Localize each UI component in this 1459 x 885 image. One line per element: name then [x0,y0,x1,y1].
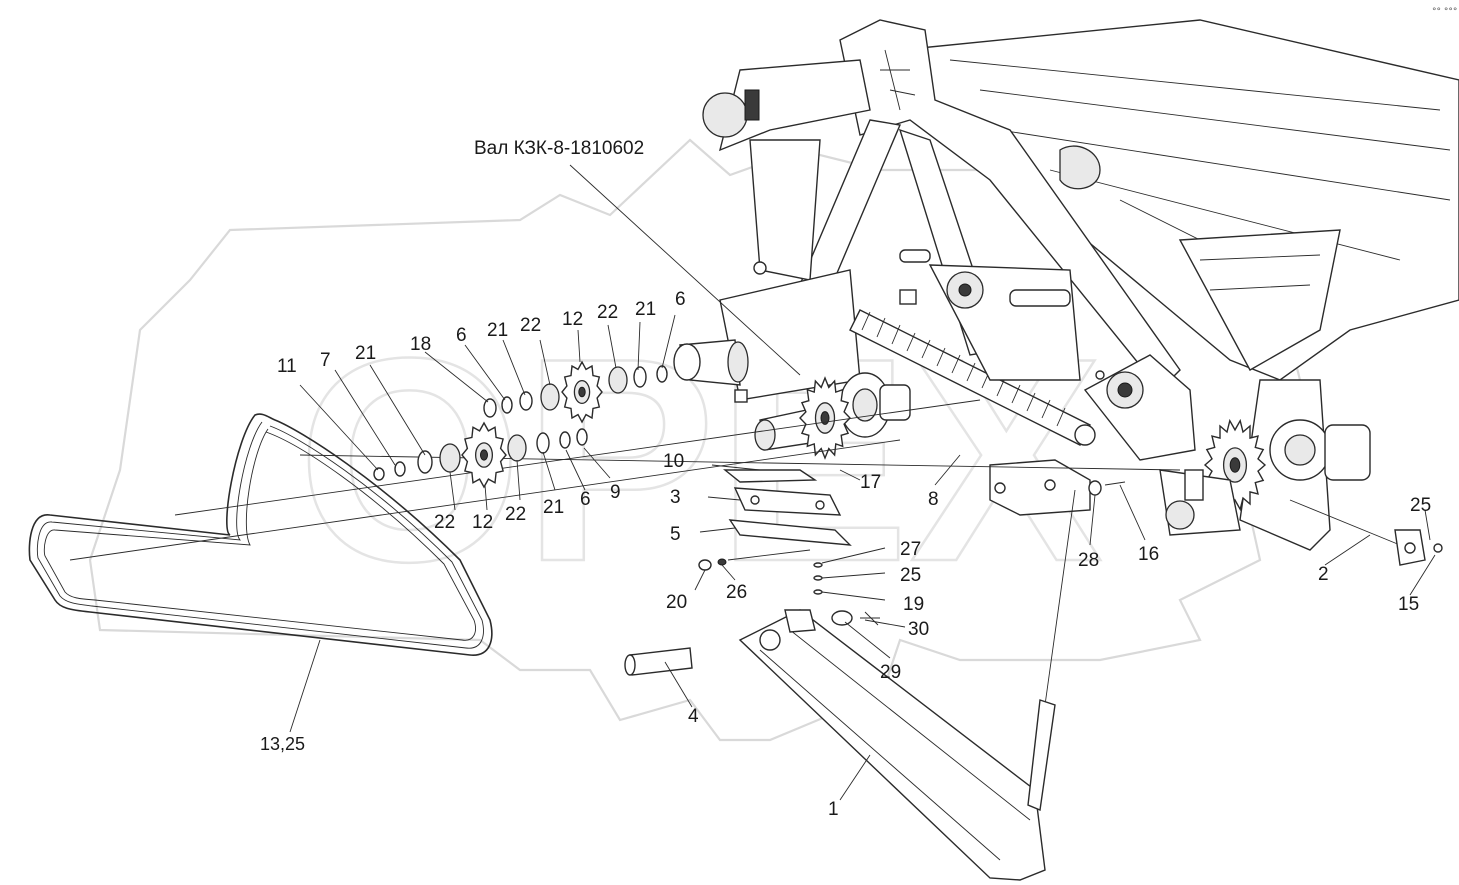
callout-22c: 22 [434,512,455,533]
shaft-sleeve [673,339,749,403]
right-drive-plate [1083,354,1371,551]
callout-20: 20 [666,592,687,613]
leader-lines [289,164,1436,801]
callout-2: 2 [1318,564,1329,585]
callout-13: 13,25 [260,734,305,754]
callout-25a: 25 [900,565,921,586]
callout-22b: 22 [597,302,618,323]
callout-19: 19 [903,594,924,615]
bracket-16 [989,459,1091,516]
chain-rod [1027,489,1076,811]
v-belt-13 [28,413,493,656]
rod-2 [1289,499,1426,566]
support-frame [702,19,1181,401]
callout-6b: 6 [675,289,686,310]
plate-5 [728,519,852,546]
callout-26: 26 [726,582,747,603]
callout-12a: 12 [562,309,583,330]
callout-17: 17 [860,472,881,493]
arm-1 [738,609,1046,881]
left-sprocket-lower [461,421,507,489]
callout-16: 16 [1138,544,1159,565]
callout-3: 3 [670,487,681,508]
callout-25b: 25 [1410,495,1431,516]
tension-spring [849,309,1096,446]
header-frame [898,19,1459,381]
callout-29: 29 [880,662,901,683]
callout-10: 10 [663,451,684,472]
callout-15: 15 [1398,594,1419,615]
fasteners [698,480,1443,626]
callout-1: 1 [828,799,839,820]
callout-9: 9 [610,482,621,503]
callout-21c: 21 [635,299,656,320]
callout-8: 8 [928,489,939,510]
callout-6a: 6 [456,325,467,346]
callout-7: 7 [320,350,331,371]
callout-22d: 22 [505,504,526,525]
corner-mark: °° °°° [1432,7,1457,17]
callout-30: 30 [908,619,929,640]
center-sprocket [799,376,851,460]
bearing-unit [899,249,1081,381]
callout-5: 5 [670,524,681,545]
callout-21b: 21 [487,320,508,341]
shaft-label: Вал КЗК-8-1810602 [474,138,644,159]
callout-21d: 21 [543,497,564,518]
callout-labels: Вал КЗК-8-1810602 1 2 3 4 5 6 6 6 7 8 9 … [260,138,1431,820]
callout-28: 28 [1078,550,1099,571]
callout-4: 4 [688,706,699,727]
callout-11: 11 [277,356,297,377]
callout-21a: 21 [355,343,376,364]
plate-3 [733,487,842,516]
callout-6c: 6 [580,489,591,510]
callout-27: 27 [900,539,921,560]
left-sprocket-upper [561,360,603,424]
pin-4 [624,647,693,676]
callout-18: 18 [410,334,431,355]
tensioner [1159,469,1241,536]
plate-10 [723,469,818,483]
callout-22a: 22 [520,315,541,336]
callout-12b: 12 [472,512,493,533]
